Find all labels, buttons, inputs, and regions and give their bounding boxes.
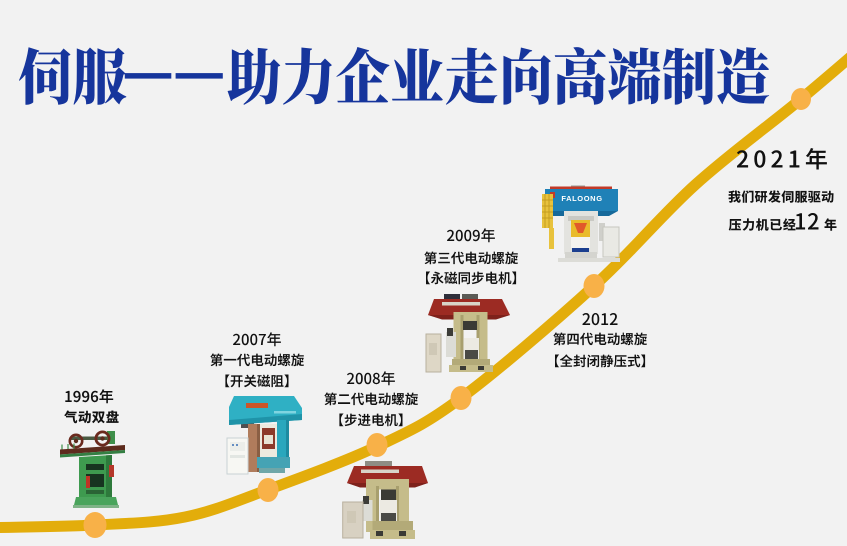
svg-text:FALOONG: FALOONG	[561, 194, 602, 203]
